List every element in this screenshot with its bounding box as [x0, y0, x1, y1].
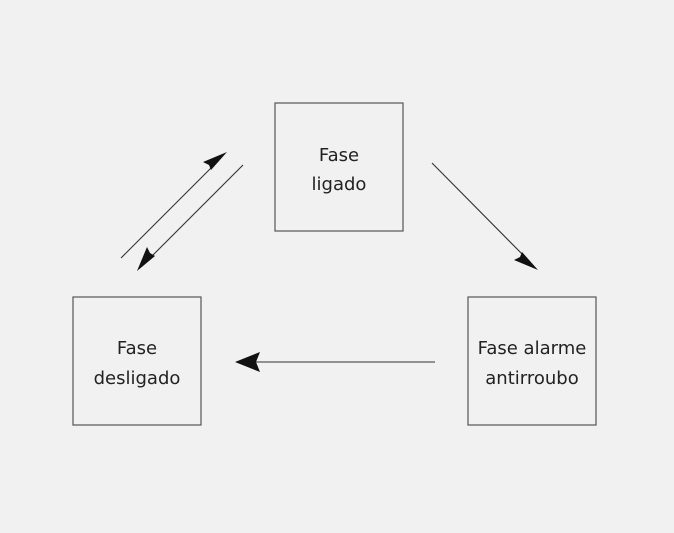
node-box-ligado	[274, 102, 404, 232]
node-alarme-line1: Fase alarme	[478, 338, 587, 359]
arrowhead-icon	[203, 152, 227, 170]
edge-desligado-to-ligado-line	[120, 160, 219, 259]
node-alarme-line2: antirroubo	[485, 368, 578, 389]
edge-alarme-to-desligado	[235, 352, 435, 372]
arrowhead-icon	[137, 247, 155, 271]
node-ligado-line1: Fase	[319, 145, 359, 166]
node-fase-ligado: Fase ligado	[274, 102, 404, 232]
edge-desligado-to-ligado	[120, 152, 227, 259]
arrowhead-icon	[235, 352, 260, 372]
arrowhead-icon	[514, 252, 538, 270]
node-fase-desligado: Fase desligado	[72, 296, 202, 426]
edge-ligado-to-desligado-line	[145, 164, 244, 263]
edge-ligado-to-desligado	[137, 164, 244, 271]
node-ligado-line2: ligado	[312, 174, 367, 195]
node-box-alarme	[467, 296, 597, 426]
node-box-desligado	[72, 296, 202, 426]
node-fase-alarme: Fase alarme antirroubo	[467, 296, 597, 426]
edge-ligado-to-alarme	[431, 162, 538, 270]
edge-ligado-to-alarme-line	[431, 162, 530, 262]
node-desligado-line1: Fase	[117, 338, 157, 359]
node-desligado-line2: desligado	[94, 368, 181, 389]
